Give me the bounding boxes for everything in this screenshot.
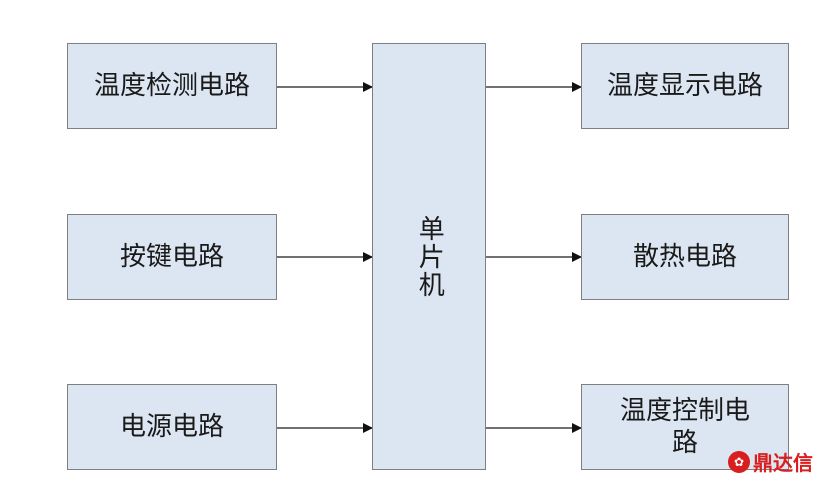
watermark: ✿ 鼎达信 [728,447,813,476]
mcu-label: 单片机 [414,214,445,299]
temp-display-circuit-label: 温度显示电路 [606,70,763,101]
logo-icon: ✿ [728,450,750,473]
cooling-circuit-label: 散热电路 [632,241,737,272]
temp-control-circuit-label: 温度控制电路 [619,395,750,459]
power-circuit-box: 电源电路 [67,384,277,470]
temp-display-circuit-box: 温度显示电路 [581,43,789,129]
keypad-circuit-label: 按键电路 [119,241,224,272]
cooling-circuit-box: 散热电路 [581,214,789,300]
temp-control-circuit-box: 温度控制电路 [581,384,789,470]
keypad-circuit-box: 按键电路 [67,214,277,300]
mcu-box: 单片机 [372,43,486,470]
temp-detect-circuit-label: 温度检测电路 [93,70,250,101]
temp-detect-circuit-box: 温度检测电路 [67,43,277,129]
power-circuit-label: 电源电路 [119,411,224,442]
watermark-text: 鼎达信 [753,451,813,475]
